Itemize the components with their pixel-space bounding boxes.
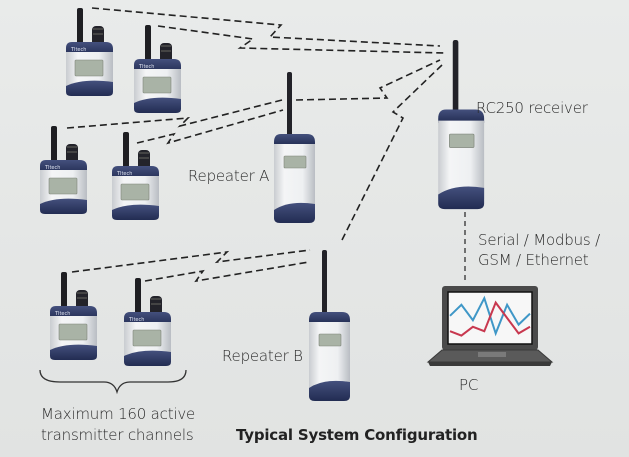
transmitter-device xyxy=(65,7,114,97)
transmitter-group-label-line1: Maximum 160 active xyxy=(41,405,196,423)
link-bot-tx2-repeaterB xyxy=(144,261,310,283)
transmitter-device xyxy=(49,271,98,361)
repeater-b-label: Repeater B xyxy=(222,347,303,365)
radio-links xyxy=(66,7,466,284)
pc-label: PC xyxy=(459,376,479,394)
transmitter-group-label-line2: transmitter channels xyxy=(41,426,194,444)
connection-label-line2: GSM / Ethernet xyxy=(478,251,589,269)
link-mid-tx1-repeaterA xyxy=(66,99,283,129)
link-top-tx1-receiver xyxy=(91,7,441,47)
repeater-b-device xyxy=(308,249,351,402)
repeater-a-label: Repeater A xyxy=(188,167,270,185)
link-mid-tx2-repeaterA xyxy=(136,109,284,145)
receiver-label: RC250 receiver xyxy=(476,99,588,117)
link-repeaterB-receiver xyxy=(341,64,443,241)
link-top-tx2-receiver xyxy=(157,25,445,54)
pc-laptop xyxy=(426,286,554,366)
pc-chart-line-red xyxy=(449,300,531,337)
receiver-device xyxy=(437,39,485,210)
link-bot-tx1-repeaterB xyxy=(71,249,311,273)
repeater-a-device xyxy=(273,71,316,224)
transmitter-device xyxy=(133,24,182,114)
diagram-title: Typical System Configuration xyxy=(236,426,478,444)
connection-label-line1: Serial / Modbus / xyxy=(478,231,600,249)
link-repeaterA-receiver xyxy=(295,59,441,101)
group-brace xyxy=(39,369,187,395)
transmitter-device xyxy=(39,125,88,215)
transmitter-device xyxy=(123,277,172,367)
transmitter-device xyxy=(111,131,160,221)
